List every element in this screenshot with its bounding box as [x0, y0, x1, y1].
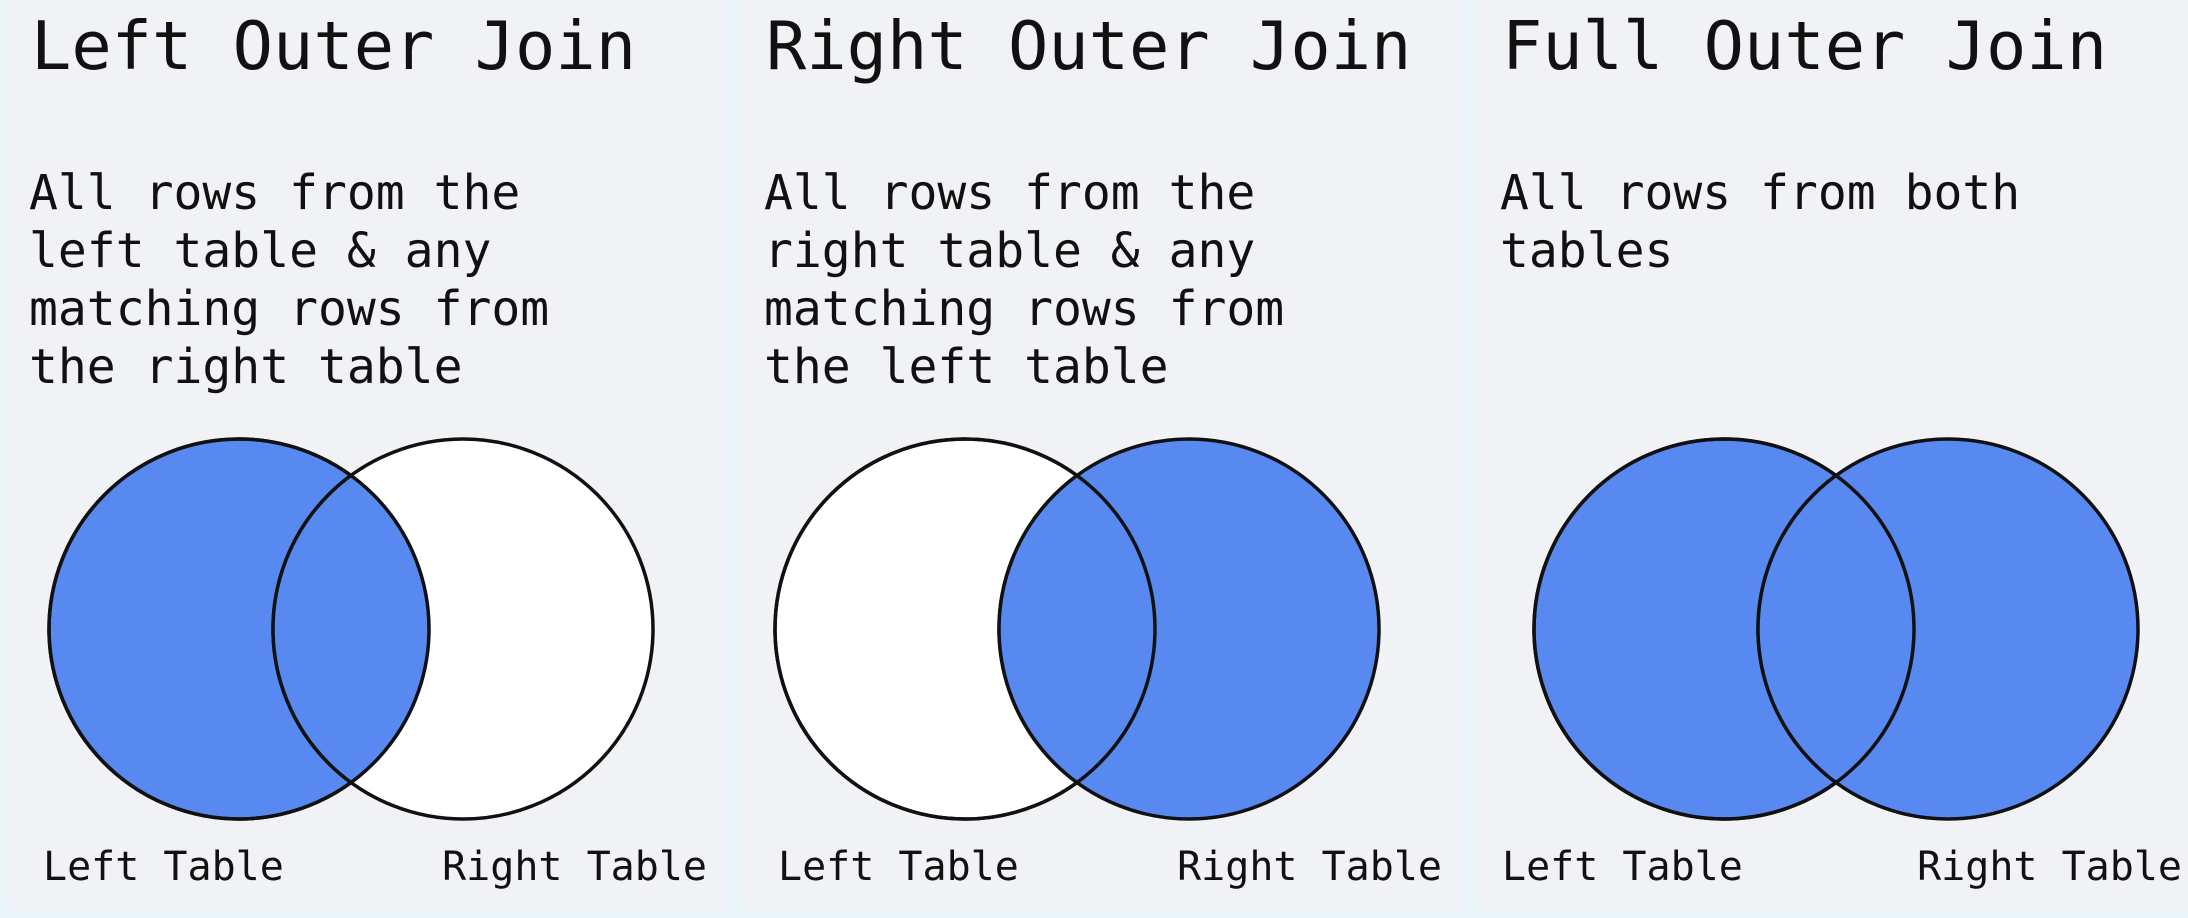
left-table-label: Left Table	[1502, 844, 1743, 890]
venn-diagram	[773, 437, 1381, 821]
panel-description: All rows from both tables	[1500, 165, 2021, 279]
panel-title: Right Outer Join	[766, 7, 1412, 85]
left-table-outline	[1532, 437, 1916, 821]
panel-description: All rows from the right table & any matc…	[764, 165, 1285, 395]
intersection-region	[271, 439, 429, 819]
panel-title: Full Outer Join	[1502, 7, 2108, 85]
panel-right-outer-join: Right Outer Join All rows from the right…	[742, 0, 1462, 910]
right-table-label: Right Table	[1177, 844, 1442, 890]
panel-title: Left Outer Join	[31, 7, 637, 85]
panel-full-outer-join: Full Outer Join All rows from both table…	[1478, 0, 2188, 910]
venn-diagram	[47, 437, 655, 821]
intersection-region	[997, 439, 1155, 819]
left-table-outline	[47, 437, 431, 821]
right-table-label: Right Table	[442, 844, 707, 890]
panel-left-outer-join: Left Outer Join All rows from the left t…	[7, 0, 727, 910]
right-table-label: Right Table	[1917, 844, 2182, 890]
left-table-outline	[773, 437, 1157, 821]
intersection-region	[1756, 439, 1914, 819]
left-table-label: Left Table	[778, 844, 1019, 890]
left-table-label: Left Table	[43, 844, 284, 890]
venn-diagram	[1532, 437, 2140, 821]
panel-description: All rows from the left table & any match…	[29, 165, 550, 395]
